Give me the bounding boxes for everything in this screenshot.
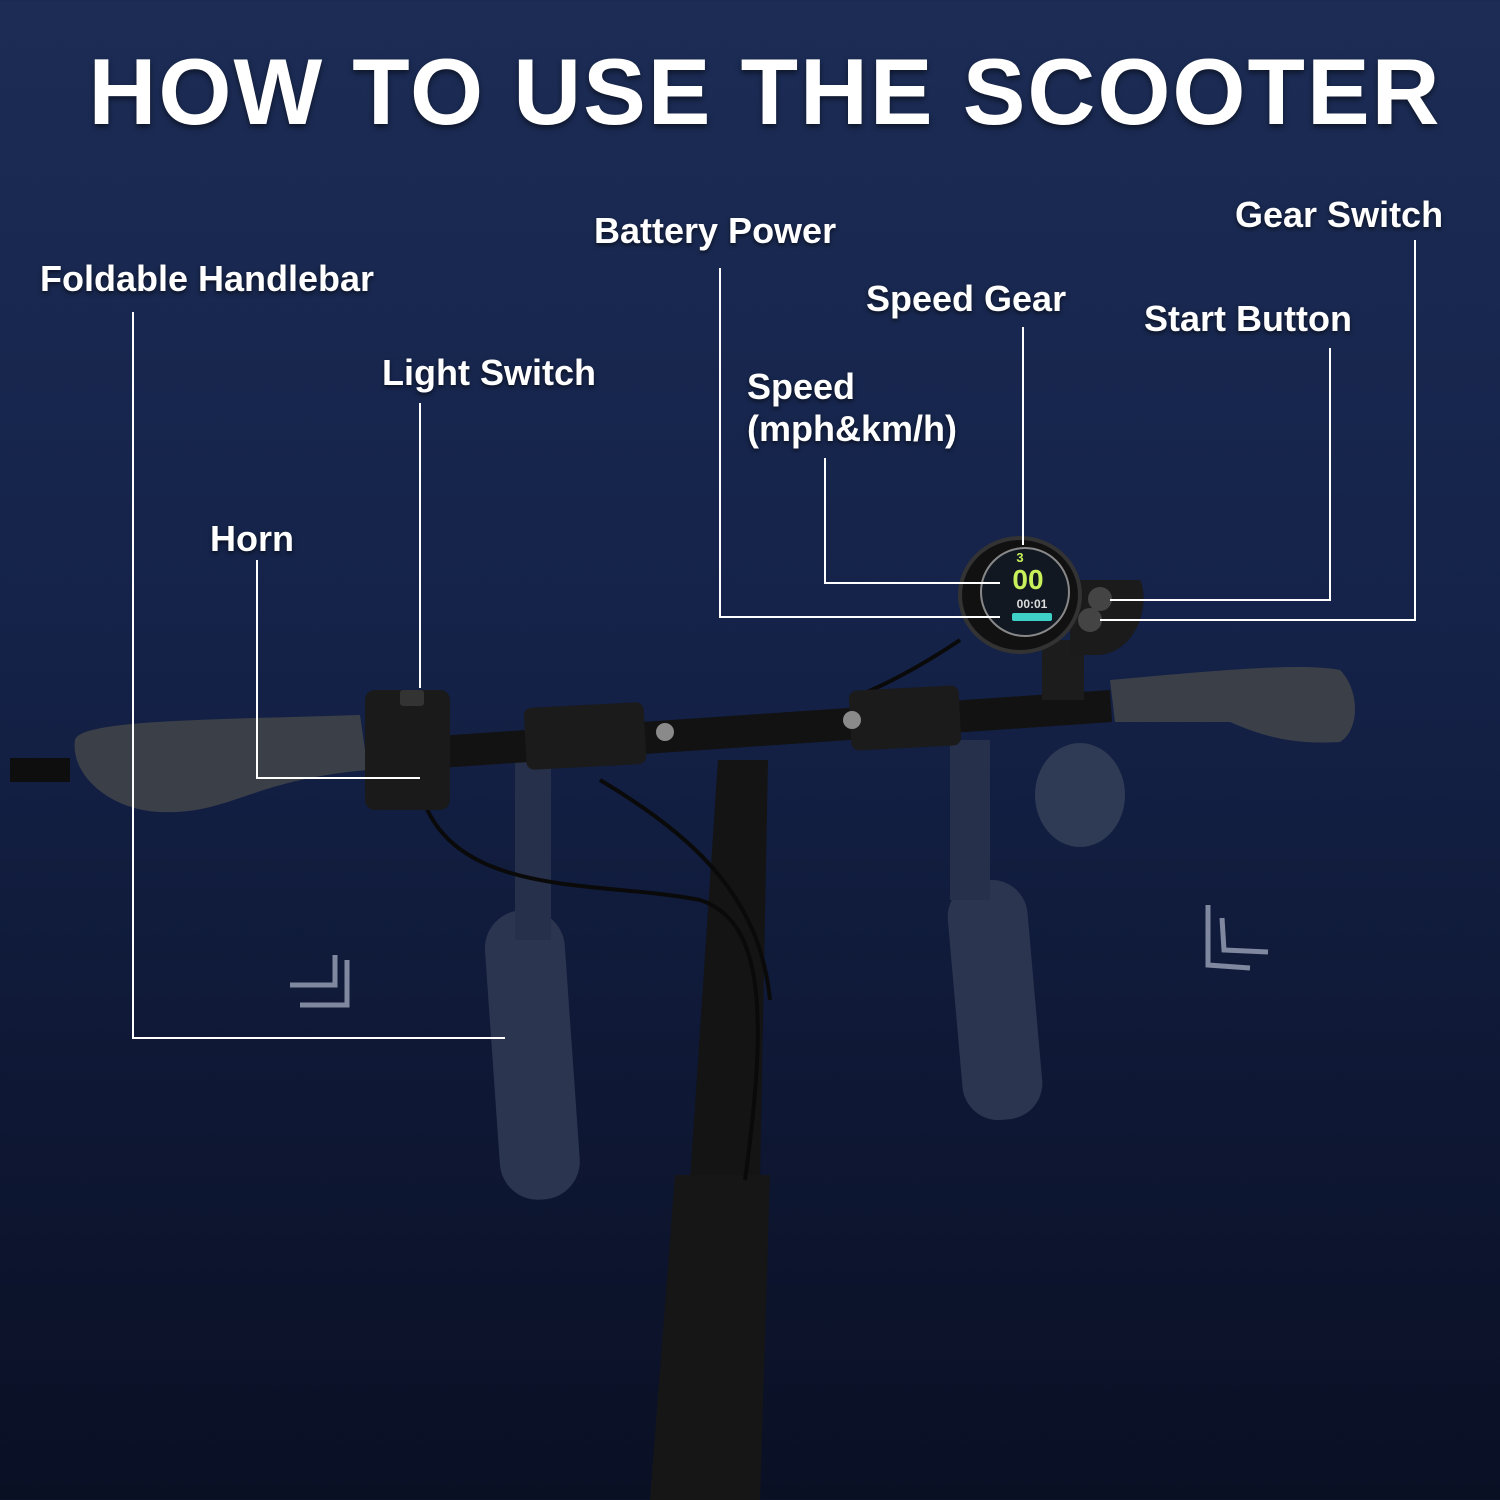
left-grip xyxy=(74,715,369,813)
folded-grip-right xyxy=(947,879,1043,1121)
light-switch-button xyxy=(400,690,424,706)
label-foldable-handlebar: Foldable Handlebar xyxy=(40,258,375,299)
display-gear: 3 xyxy=(1016,550,1023,565)
folded-display xyxy=(1035,743,1125,847)
start-button xyxy=(1088,587,1112,611)
folded-stem-right xyxy=(950,740,990,900)
leader-battery-power xyxy=(719,268,1000,618)
label-speed-line1: Speed xyxy=(747,366,856,407)
leader-horn xyxy=(256,560,420,779)
label-gear-switch: Gear Switch xyxy=(1235,194,1444,235)
bolt xyxy=(843,711,861,729)
label-start-button: Start Button xyxy=(1144,298,1352,339)
left-end xyxy=(10,758,70,782)
folded-grip-left xyxy=(484,909,580,1200)
label-battery-power: Battery Power xyxy=(594,210,837,251)
leader-gear-switch xyxy=(1100,240,1416,621)
display-speed: 00 xyxy=(1012,564,1043,595)
gear-switch-button xyxy=(1078,608,1102,632)
leader-start-button xyxy=(1110,348,1331,601)
stem xyxy=(690,760,768,1180)
leader-lines xyxy=(132,240,1416,1039)
center-clamp-right xyxy=(848,685,962,751)
folded-stem-left xyxy=(515,760,551,940)
chevron-icon xyxy=(1205,905,1269,971)
lower-stem xyxy=(650,1175,770,1500)
leader-foldable-handlebar xyxy=(132,312,505,1039)
label-horn: Horn xyxy=(210,518,294,559)
bolt xyxy=(656,723,674,741)
battery-bar xyxy=(1012,613,1052,621)
label-speed: Speed (mph&km/h) xyxy=(747,366,957,450)
page-title: HOW TO USE THE SCOOTER xyxy=(88,39,1442,144)
handlebar-bar xyxy=(380,690,1112,772)
chevron-icon xyxy=(290,955,350,1008)
label-speed-gear: Speed Gear xyxy=(866,278,1067,319)
leader-speed xyxy=(824,458,1000,584)
label-speed-line2: (mph&km/h) xyxy=(747,408,957,449)
center-clamp-left xyxy=(523,702,647,770)
label-light-switch: Light Switch xyxy=(382,352,596,393)
display-time: 00:01 xyxy=(1017,597,1048,611)
light-switch-housing xyxy=(365,690,450,810)
right-grip xyxy=(1110,667,1355,743)
